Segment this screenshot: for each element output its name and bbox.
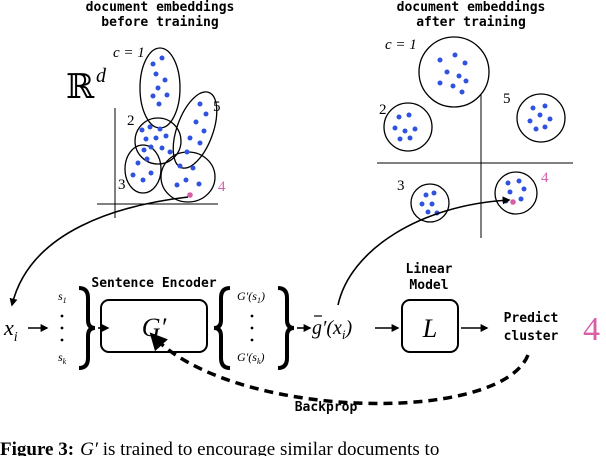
after-dots (392, 52, 553, 216)
after-label-c1: c = 1 (385, 37, 417, 53)
after-cluster-5-outline (516, 93, 566, 143)
predict-line1: Predict (504, 311, 559, 326)
real-space-symbol: ℝ (66, 69, 95, 106)
sentence-brace (78, 286, 96, 370)
real-space-exponent: d (96, 65, 107, 87)
after-highlight-doc (510, 199, 516, 205)
before-label-c2: 2 (127, 113, 135, 129)
before-dots (130, 55, 209, 188)
encoded-right-brace (277, 286, 295, 370)
after-cluster-2-outline (383, 102, 433, 152)
after-label-c4: 4 (541, 170, 549, 186)
after-title-line2: after training (416, 15, 526, 30)
model-title-line2: Model (409, 278, 448, 293)
after-label-c3: 3 (397, 178, 405, 194)
before-cluster-2-outline (134, 117, 182, 165)
after-title-line1: document embeddings (397, 0, 546, 15)
backprop-arrow (149, 332, 530, 406)
after-cluster-3-outline (410, 183, 450, 223)
encoded-left-brace (213, 286, 231, 370)
figure-caption: Figure 3:G′ is trained to encourage simi… (0, 439, 439, 456)
before-label-c5: 5 (213, 99, 221, 115)
linear-model-box (401, 299, 459, 353)
encoded-ellipsis (250, 314, 254, 342)
before-highlight-doc (187, 192, 193, 198)
first-encoded-sentence: G′(s1) (237, 289, 265, 305)
after-label-c2: 2 (379, 102, 387, 118)
input-doc-symbol: xi (3, 315, 18, 345)
before-label-c4: 4 (218, 179, 226, 195)
pipeline: xi s1 sk Sentence Encoder G′ G′(s1) G′(s… (3, 262, 600, 415)
before-label-c3: 3 (118, 177, 126, 193)
after-label-c5: 5 (503, 91, 511, 107)
after-training-panel: document embeddings after training c = 1… (377, 0, 573, 238)
last-encoded-sentence: G′(sk) (237, 350, 265, 366)
before-training-panel: document embeddings before training ℝ d (66, 0, 234, 218)
predict-line2: cluster (504, 329, 559, 344)
aggregate-embedding: g′(xi) (312, 317, 353, 342)
predicted-cluster-value: 4 (583, 311, 600, 348)
embedding-to-cluster-arrow (337, 196, 511, 306)
encoder-label: G′ (142, 313, 167, 342)
sentence-encoder-box (100, 299, 208, 353)
encoder-title: Sentence Encoder (91, 276, 216, 291)
backprop-label: Backprop (295, 400, 358, 415)
after-cluster-1-outline (418, 36, 490, 108)
doc-to-input-arrow (9, 196, 189, 307)
after-cluster-4-outline (494, 171, 538, 215)
before-title-line1: document embeddings (86, 0, 235, 15)
before-title-line2: before training (101, 15, 218, 30)
sentence-ellipsis (60, 314, 64, 342)
first-sentence: s1 (58, 289, 67, 305)
model-label: L (422, 314, 437, 343)
model-title-line1: Linear (406, 262, 453, 277)
before-cluster-3-outline (124, 144, 162, 194)
last-sentence: sk (58, 350, 67, 366)
before-label-c1: c = 1 (113, 45, 145, 61)
